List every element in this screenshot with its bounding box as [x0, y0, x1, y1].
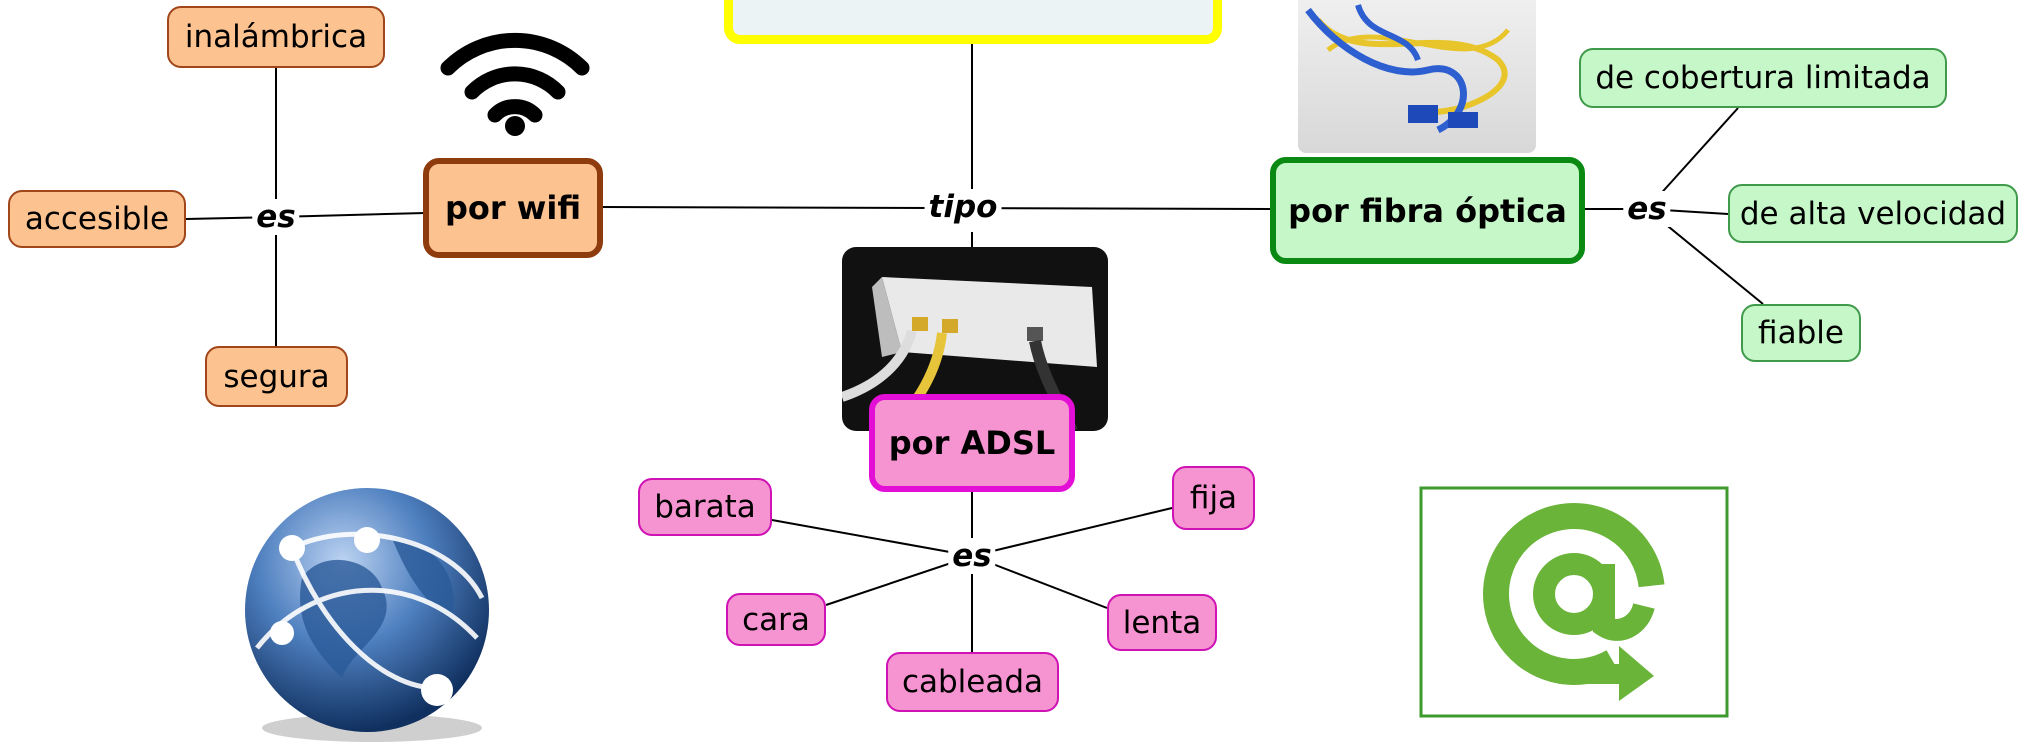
wifi-trait-node[interactable]: inalámbrica — [167, 6, 385, 68]
link-word-tipo: tipo — [924, 189, 1002, 225]
globe-network-icon — [245, 488, 489, 742]
main-node-adsl-label: por ADSL — [888, 424, 1056, 462]
link-word-es-wifi: es — [252, 199, 300, 235]
fibra-trait-node[interactable]: de cobertura limitada — [1579, 48, 1947, 108]
fibra-trait-node[interactable]: fiable — [1741, 304, 1861, 362]
link-word-es-fibra: es — [1623, 191, 1671, 227]
email-at-icon — [1419, 486, 1729, 718]
wifi-icon — [440, 32, 590, 136]
root-concept-box — [724, 0, 1222, 44]
main-node-wifi-label: por wifi — [444, 189, 582, 227]
adsl-trait-node[interactable]: cableada — [886, 652, 1059, 712]
wifi-trait-node[interactable]: accesible — [8, 190, 186, 248]
main-node-wifi[interactable]: por wifi — [423, 158, 603, 258]
link-word-es-adsl: es — [948, 538, 996, 574]
fibra-trait-node[interactable]: de alta velocidad — [1728, 184, 2018, 243]
adsl-trait-node[interactable]: fija — [1172, 466, 1255, 530]
adsl-trait-node[interactable]: barata — [638, 478, 772, 536]
main-node-adsl[interactable]: por ADSL — [869, 394, 1075, 492]
fiber-optic-cable-photo — [1298, 0, 1536, 153]
wifi-trait-node[interactable]: segura — [205, 346, 348, 407]
main-node-fibra[interactable]: por fibra óptica — [1270, 157, 1585, 264]
main-node-fibra-label: por fibra óptica — [1288, 191, 1567, 230]
adsl-trait-node[interactable]: cara — [726, 593, 826, 646]
adsl-trait-node[interactable]: lenta — [1107, 594, 1217, 651]
